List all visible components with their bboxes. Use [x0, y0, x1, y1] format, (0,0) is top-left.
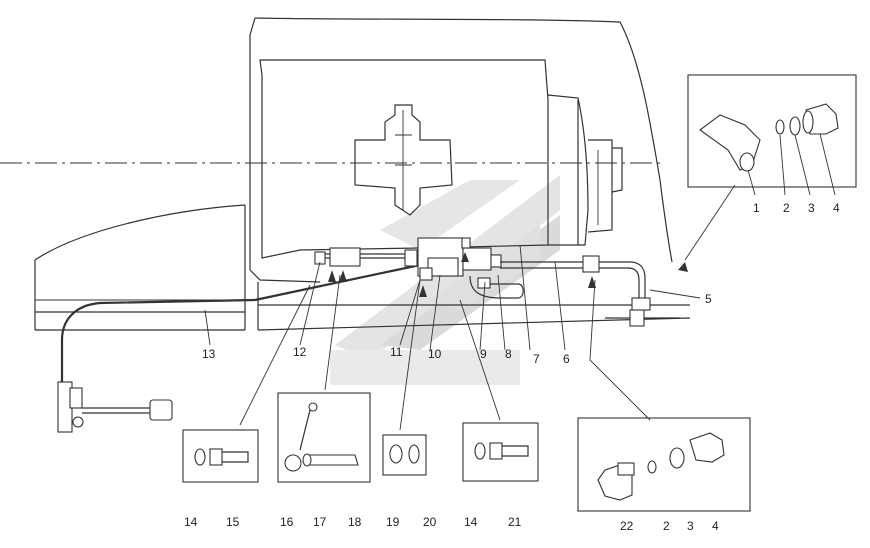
callout-box3-20: 20 [423, 515, 437, 529]
callout-box2-17: 17 [313, 515, 327, 529]
detail-box-3 [382, 434, 427, 476]
arrows [328, 252, 688, 297]
detail-box-4 [462, 422, 539, 482]
inset-box-fitting-top [687, 74, 857, 188]
callout-box5-4: 4 [712, 519, 719, 533]
detail-box-2 [277, 392, 371, 483]
callout-box5-3: 3 [687, 519, 694, 533]
callout-box3-19: 19 [386, 515, 400, 529]
callout-box5-2: 2 [663, 519, 670, 533]
callout-13: 13 [202, 347, 216, 361]
callout-1: 1 [753, 201, 760, 215]
callout-box5-22: 22 [620, 519, 634, 533]
callout-7: 7 [533, 352, 540, 366]
callout-2: 2 [783, 201, 790, 215]
callout-box1-15: 15 [226, 515, 240, 529]
callout-10: 10 [428, 347, 442, 361]
callout-9: 9 [480, 347, 487, 361]
callout-11: 11 [390, 345, 403, 359]
callout-labels: 1 2 3 4 5 6 7 8 9 10 11 12 13 14 15 16 1… [184, 201, 840, 533]
callout-6: 6 [563, 352, 570, 366]
detail-box-1 [182, 429, 259, 483]
callout-box2-18: 18 [348, 515, 362, 529]
detail-box-5 [577, 417, 751, 512]
valve-assembly [314, 237, 680, 327]
callout-box2-16: 16 [280, 515, 294, 529]
callout-box1-14: 14 [184, 515, 198, 529]
callout-5: 5 [705, 292, 712, 306]
watermark-logo [330, 175, 560, 385]
clutch-pedal-assembly [57, 263, 421, 433]
callout-box4-21: 21 [508, 515, 522, 529]
callout-12: 12 [293, 345, 307, 359]
callout-3: 3 [808, 201, 815, 215]
callout-box4-14: 14 [464, 515, 478, 529]
callout-8: 8 [505, 347, 512, 361]
callout-4: 4 [833, 201, 840, 215]
leader-lines [204, 133, 836, 431]
